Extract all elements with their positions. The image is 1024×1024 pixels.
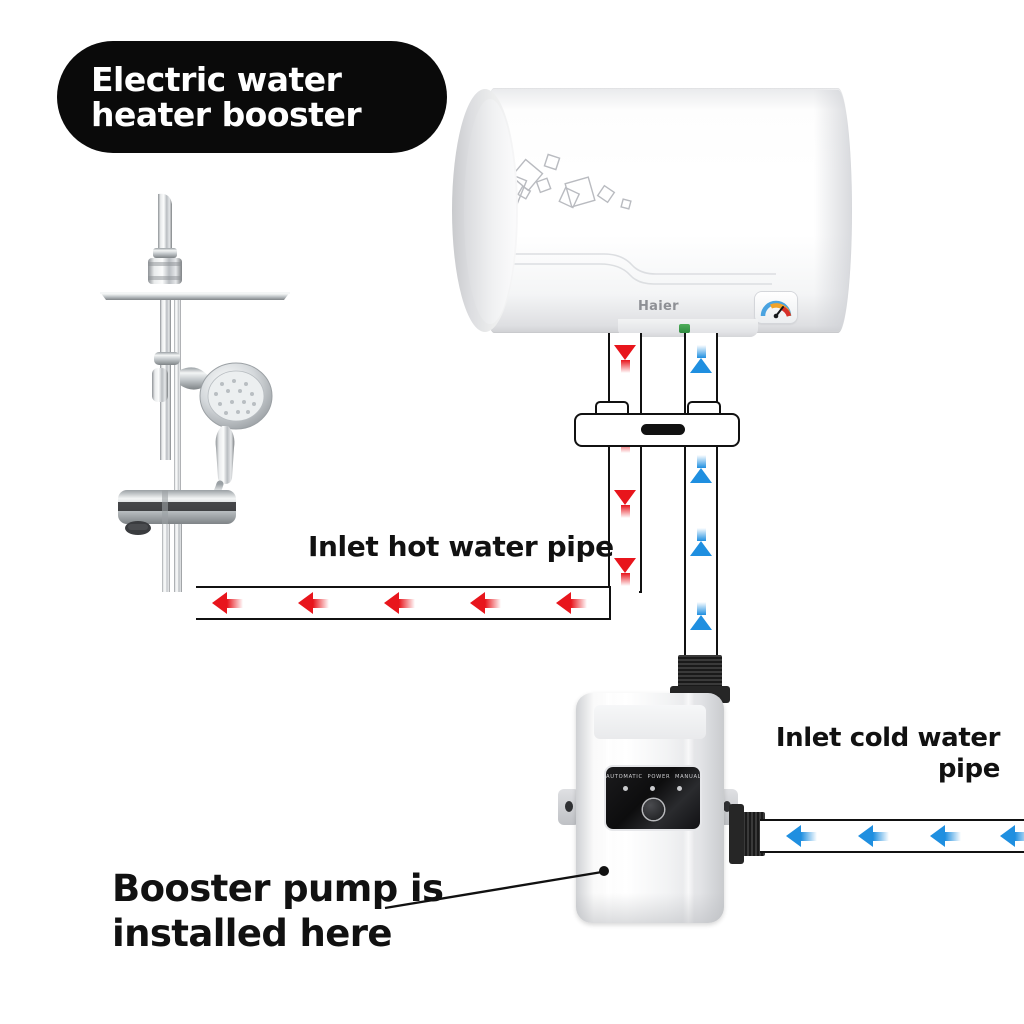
shower-fixture bbox=[98, 192, 294, 592]
pump-mount-ear-left bbox=[558, 789, 580, 825]
pump-callout-line-1: Booster pump is bbox=[112, 867, 444, 910]
pump-outlet-collar bbox=[729, 804, 744, 864]
pump-callout-label: Booster pump is installed here bbox=[112, 866, 444, 956]
cold-pipe-label: Inlet cold water pipe bbox=[760, 723, 1001, 785]
hot-flow-arrow-down bbox=[614, 345, 636, 373]
pump-top-panel bbox=[594, 705, 706, 739]
hot-flow-arrow-down bbox=[614, 490, 636, 518]
hot-pipe-label: Inlet hot water pipe bbox=[308, 530, 614, 563]
pump-bottom-bevel bbox=[576, 893, 724, 923]
cold-flow-arrow-left bbox=[930, 825, 961, 847]
heater-right-shading bbox=[814, 90, 852, 331]
bracket-tab-right bbox=[687, 401, 721, 415]
pump-inlet-thread bbox=[678, 655, 722, 689]
panel-mode-labels: AUTOMATIC POWER MANUAL bbox=[606, 774, 702, 780]
title-badge: Electric water heater booster bbox=[57, 41, 447, 153]
pump-callout-line-2: installed here bbox=[112, 912, 393, 955]
shower-arm-bar bbox=[100, 292, 290, 300]
rain-shower-head bbox=[148, 193, 182, 284]
cold-pipe-label-line-1: Inlet cold water bbox=[775, 723, 1001, 753]
cold-flow-arrow-up bbox=[690, 602, 712, 630]
thermostatic-mixer bbox=[118, 490, 236, 535]
booster-pump: AUTOMATIC POWER MANUAL bbox=[558, 693, 738, 923]
title-line-2: heater booster bbox=[91, 95, 362, 134]
hand-shower bbox=[199, 362, 273, 484]
pump-callout-leader-line bbox=[384, 866, 609, 910]
hot-flow-arrow-left bbox=[212, 592, 243, 614]
heater-left-endcap bbox=[452, 89, 518, 332]
led-manual bbox=[677, 786, 682, 791]
cold-pipe-label-line-2: pipe bbox=[937, 754, 1001, 784]
hot-flow-arrow-left bbox=[470, 592, 501, 614]
pump-control-panel[interactable]: AUTOMATIC POWER MANUAL bbox=[606, 767, 702, 829]
bracket-tab-left bbox=[595, 401, 629, 415]
hot-flow-arrow-left bbox=[384, 592, 415, 614]
temperature-gauge-icon bbox=[755, 292, 797, 323]
title-line-1: Electric water bbox=[91, 60, 342, 99]
hot-flow-arrow-left bbox=[556, 592, 587, 614]
cold-flow-arrow-left bbox=[1000, 825, 1024, 847]
cold-flow-arrow-up bbox=[690, 345, 712, 373]
power-button[interactable] bbox=[643, 799, 664, 820]
led-automatic bbox=[623, 786, 628, 791]
green-status-chip bbox=[679, 324, 690, 333]
hot-pipe-corner-cover bbox=[611, 589, 639, 617]
cold-flow-arrow-left bbox=[858, 825, 889, 847]
hot-flow-arrow-left bbox=[298, 592, 329, 614]
bracket-center-slot bbox=[641, 424, 685, 435]
cold-flow-arrow-up bbox=[690, 455, 712, 483]
hot-flow-arrow-down bbox=[614, 558, 636, 586]
led-power bbox=[650, 786, 655, 791]
shower-supply-tube bbox=[162, 524, 182, 592]
cold-flow-arrow-left bbox=[786, 825, 817, 847]
cold-flow-arrow-up bbox=[690, 528, 712, 556]
water-heater: Haier bbox=[452, 88, 852, 337]
heater-left-endcap-inner bbox=[464, 99, 516, 324]
brand-logo-text: Haier bbox=[638, 299, 679, 314]
